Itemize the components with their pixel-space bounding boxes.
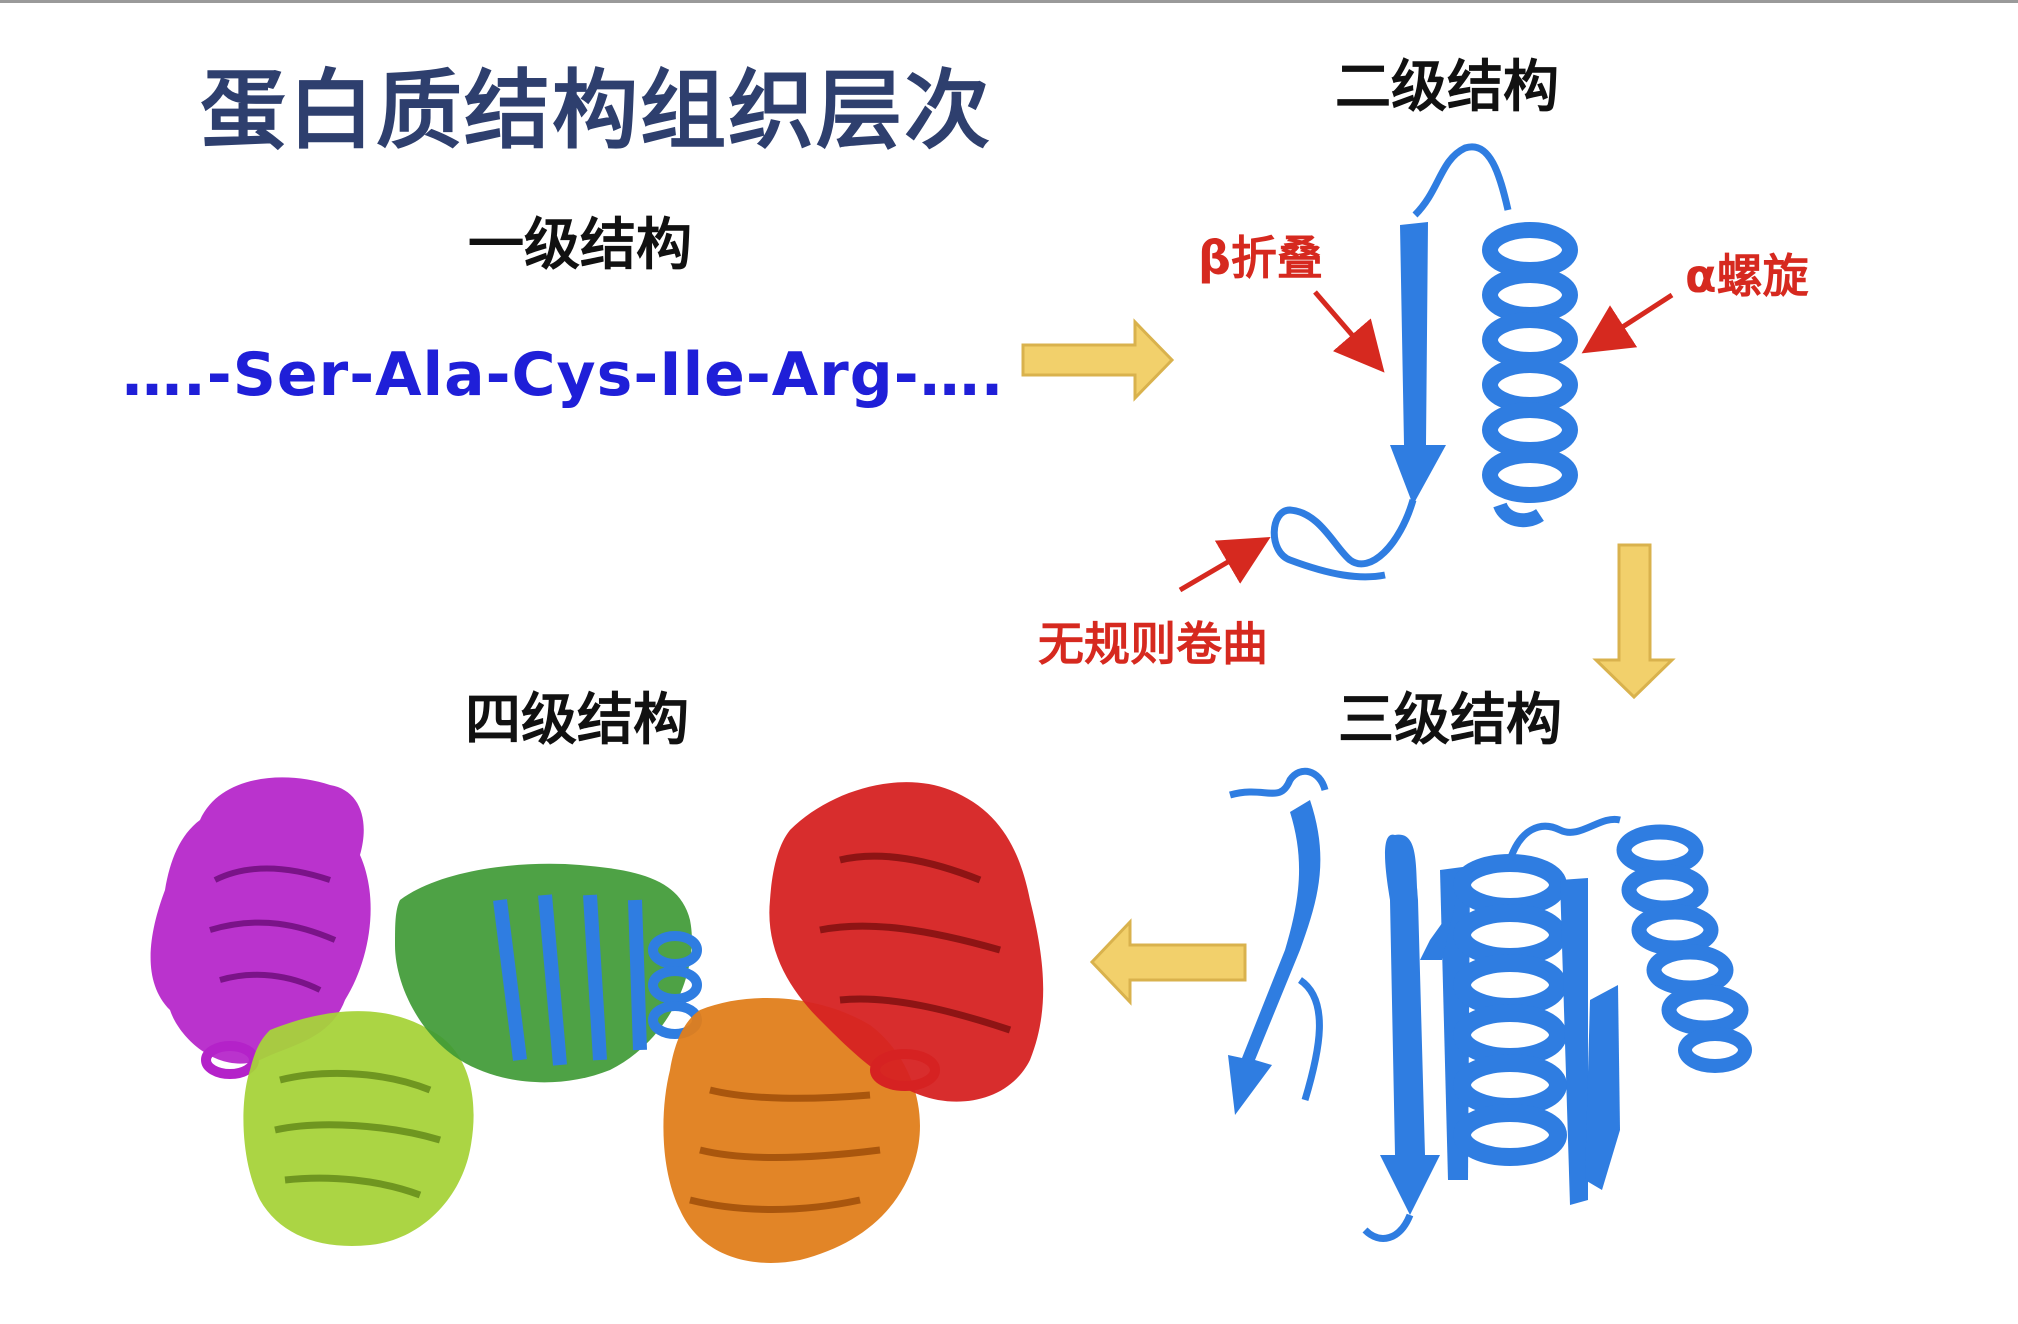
subunit-red [769,782,1044,1102]
subunit-orange [663,998,920,1263]
secondary-structure-model [1270,143,1578,581]
tertiary-structure-heading: 三级结构 [1338,688,1562,753]
top-border-line [0,0,2018,3]
beta-pointer-arrow [1313,290,1385,373]
amino-acid-sequence: ….-Ser-Ala-Cys-Ile-Arg-…. [122,340,1005,410]
flow-arrow-down [1592,543,1676,700]
flow-arrow-right [1021,318,1175,402]
tertiary-helix [1453,854,1567,1166]
primary-structure-heading: 一级结构 [468,213,692,278]
flow-arrow-left [1089,918,1247,1006]
beta-strand [1390,222,1446,505]
secondary-structure-heading: 二级结构 [1335,55,1559,120]
subunit-lime [243,1011,474,1246]
random-coil-label: 无规则卷曲 [1038,617,1268,671]
alpha-pointer-arrow [1581,292,1674,354]
alpha-helix-label: α螺旋 [1685,249,1809,303]
page-title: 蛋白质结构组织层次 [200,61,992,161]
side-helix [1616,824,1752,1073]
top-loop [1412,143,1512,218]
subunit-green [395,863,702,1083]
coil-pointer-arrow [1178,536,1271,593]
tertiary-structure-model [1228,767,1752,1242]
quaternary-structure-heading: 四级结构 [465,688,689,753]
quaternary-structure-model [150,777,1044,1263]
beta-sheet-label: β折叠 [1198,231,1323,285]
alpha-helix [1482,222,1578,528]
random-coil [1270,499,1417,581]
